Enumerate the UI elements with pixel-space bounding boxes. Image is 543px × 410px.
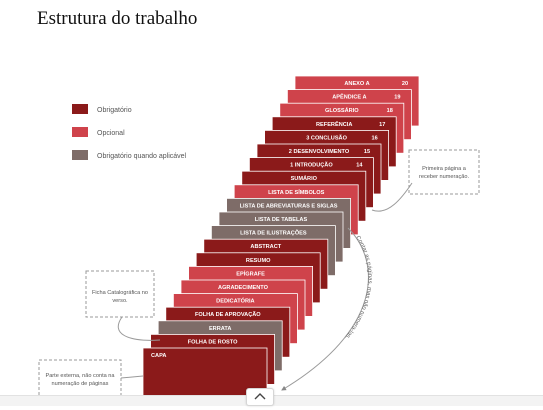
page-label: 2 DESENVOLVIMENTO xyxy=(289,149,350,155)
note-external-line1: Parte externa, não conta na xyxy=(45,373,115,379)
page-label: GLOSSÁRIO xyxy=(325,107,359,114)
note-ficha-box xyxy=(85,270,155,318)
page-label: ABSTRACT xyxy=(250,244,281,250)
note-first-numbered-line1: Primeira página a xyxy=(422,166,467,172)
page-number: 18 xyxy=(387,108,393,114)
page-label: FOLHA DE ROSTO xyxy=(188,339,238,345)
chevron-up-icon xyxy=(254,393,266,400)
page-title: Estrutura do trabalho xyxy=(37,8,198,29)
note-external-connector xyxy=(120,375,144,379)
page-label: LISTA DE ILUSTRAÇÕES xyxy=(240,230,307,237)
page-label: CAPA xyxy=(151,353,166,359)
page-label: RESUMO xyxy=(246,258,271,264)
page-label: LISTA DE SÍMBOLOS xyxy=(268,188,325,196)
note-ficha-line2: verso. xyxy=(112,298,128,304)
legend-swatch-opcional xyxy=(72,127,88,137)
page-number: 20 xyxy=(402,81,408,87)
legend-label-quando_aplicavel: Obrigatório quando aplicável xyxy=(97,153,187,160)
note-external-box xyxy=(38,359,122,399)
page-label: APÊNDICE A xyxy=(332,93,366,101)
page-label: LISTA DE ABREVIATURAS E SIGLAS xyxy=(240,203,338,209)
legend-swatch-obrigatorio xyxy=(72,104,88,114)
count-pages-arrow xyxy=(281,227,369,391)
page-label: 3 CONCLUSÃO xyxy=(306,134,347,141)
note-ficha-connector xyxy=(117,316,161,341)
legend-label-obrigatorio: Obrigatório xyxy=(97,107,132,114)
page-number: 19 xyxy=(394,95,400,101)
page-label: REFERÊNCIA xyxy=(316,120,352,128)
page-label: ANEXO A xyxy=(344,81,369,87)
note-external-line2: numeração de páginas xyxy=(52,381,109,387)
legend-swatch-quando_aplicavel xyxy=(72,150,88,160)
note-ficha-line1: Ficha Catalográfica no xyxy=(92,290,148,296)
page-label: AGRADECIMENTO xyxy=(218,285,269,291)
count-pages-text: Contar as páginas, mas não numera-las. xyxy=(343,235,372,340)
page-label: DEDICATÓRIA xyxy=(216,297,254,305)
page-label: FOLHA DE APROVAÇÃO xyxy=(195,311,261,318)
page-label: SUMÁRIO xyxy=(291,175,318,182)
scroll-up-button[interactable] xyxy=(246,388,274,406)
page-number: 14 xyxy=(356,163,363,169)
page-label: LISTA DE TABELAS xyxy=(255,217,308,223)
note-first-numbered-box xyxy=(408,149,480,195)
page-label: 1 INTRODUÇÃO xyxy=(290,162,333,169)
page-number: 16 xyxy=(371,135,377,141)
legend-label-opcional: Opcional xyxy=(97,130,125,137)
page-number: 15 xyxy=(364,149,370,155)
page-label: EPÍGRAFE xyxy=(236,269,265,277)
page-label: ERRATA xyxy=(209,326,231,332)
page-number: 17 xyxy=(379,122,385,128)
count-pages-label: Contar as páginas, mas não numera-las. xyxy=(343,235,372,340)
note-first-numbered-line2: receber numeração. xyxy=(419,174,470,180)
note-first-numbered-connector xyxy=(371,182,413,212)
